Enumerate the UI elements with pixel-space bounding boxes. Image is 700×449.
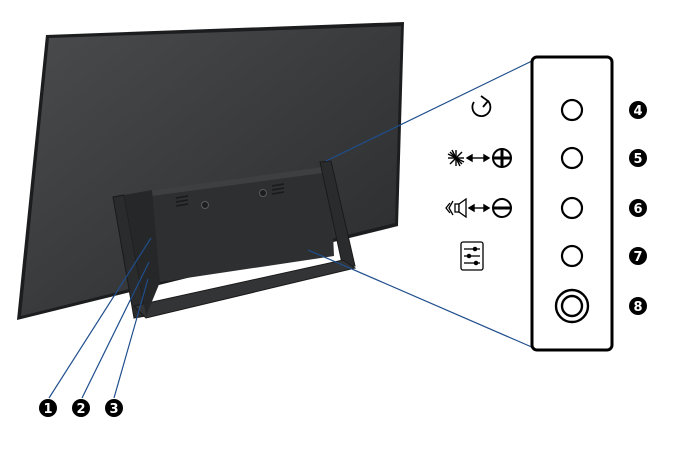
- rotate-icon: [471, 95, 492, 118]
- callout-1: 1: [39, 399, 57, 417]
- badge-8: 8: [629, 297, 647, 315]
- badge-4: 4: [629, 101, 647, 119]
- leader-port-3: [113, 278, 149, 399]
- monitor-back: [17, 22, 404, 320]
- vent-left: [175, 195, 189, 207]
- badge-6-number: 6: [633, 202, 642, 217]
- button-7[interactable]: [560, 244, 584, 268]
- double-arrow-icon: [465, 153, 491, 163]
- badge-6: 6: [629, 199, 647, 217]
- button-8-power[interactable]: [554, 288, 590, 324]
- callout-1-number: 1: [43, 402, 52, 417]
- callout-2-number: 2: [76, 402, 85, 417]
- badge-8-number: 8: [633, 300, 642, 315]
- double-arrow-icon-2: [467, 203, 491, 213]
- leader-port-1: [48, 237, 152, 399]
- badge-5-number: 5: [633, 152, 642, 167]
- badge-7-number: 7: [633, 250, 642, 265]
- kickstand: [112, 160, 357, 319]
- brightness-icon: [447, 149, 465, 167]
- leader-lines: [48, 59, 535, 399]
- brightness-contrast-icon: [447, 148, 512, 168]
- callout-3: 3: [105, 399, 123, 417]
- volume-minus-icon: [445, 197, 512, 219]
- leader-to-panel-top: [325, 59, 535, 162]
- leader-to-panel-bottom: [307, 249, 535, 349]
- button-5[interactable]: [560, 146, 584, 170]
- button-6[interactable]: [560, 196, 584, 220]
- speaker-icon: [445, 197, 467, 219]
- screw-hole-right: [259, 189, 267, 197]
- contrast-icon: [492, 148, 512, 168]
- badge-7: 7: [629, 247, 647, 265]
- button-4[interactable]: [560, 98, 584, 122]
- port-callouts: 1 2 3: [39, 399, 123, 417]
- badge-4-number: 4: [633, 104, 642, 119]
- vent-right: [271, 183, 285, 195]
- badge-5: 5: [629, 149, 647, 167]
- menu-icon: [460, 241, 484, 271]
- callout-3-number: 3: [109, 402, 118, 417]
- leader-port-2: [81, 261, 150, 399]
- minus-icon: [492, 198, 512, 218]
- callout-2: 2: [72, 399, 90, 417]
- button-number-badges: 4 5 6 7 8: [629, 101, 647, 315]
- button-panel: [530, 55, 614, 352]
- screw-hole-left: [201, 201, 209, 209]
